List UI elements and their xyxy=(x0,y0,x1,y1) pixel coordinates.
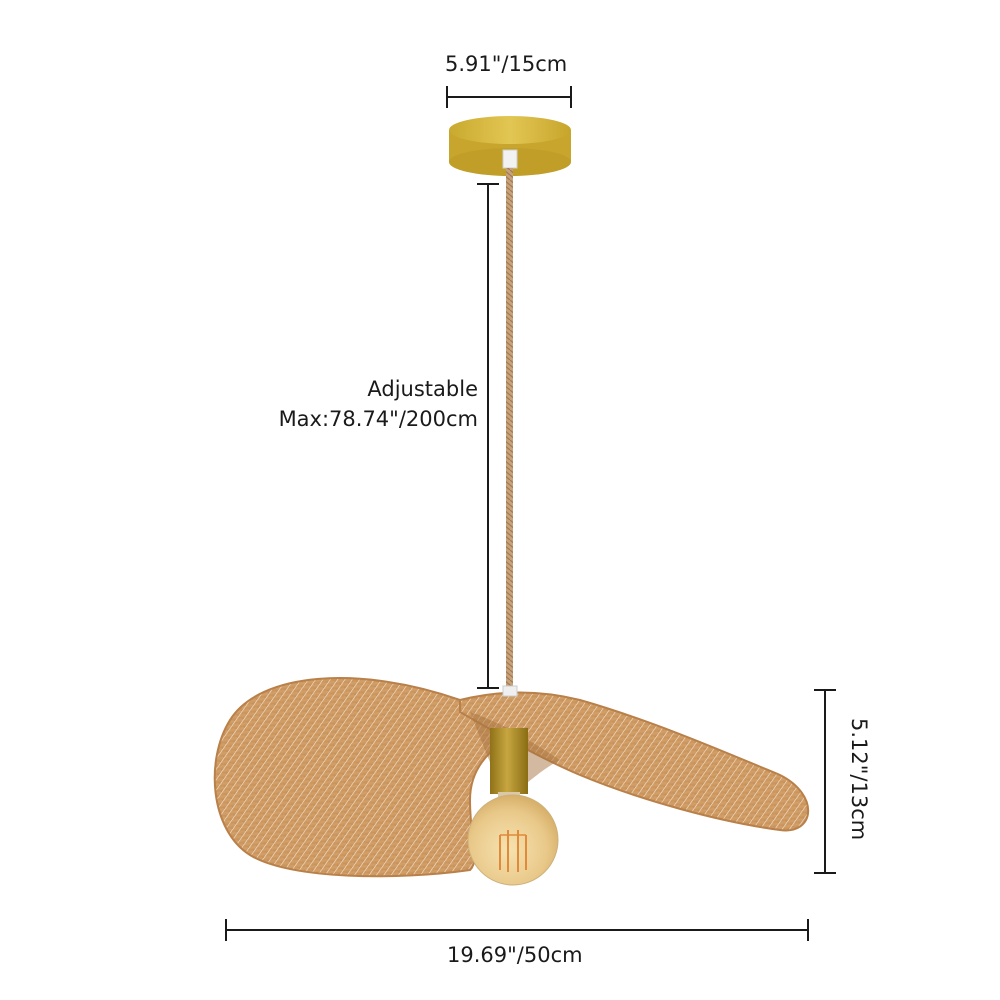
shade-height-dimension-line xyxy=(814,689,836,874)
bulb-socket xyxy=(490,728,528,794)
canopy-width-dimension-line xyxy=(446,86,572,108)
twisted-cord xyxy=(506,168,513,688)
cord-length-label-line2: Max:78.74"/200cm xyxy=(278,407,478,431)
canopy-width-label: 5.91"/15cm xyxy=(445,52,568,76)
shade-width-dimension-line xyxy=(225,919,809,941)
shade-width-label: 19.69"/50cm xyxy=(447,943,583,967)
cord-length-label-line1: Adjustable xyxy=(367,377,478,401)
ceiling-canopy xyxy=(449,116,571,176)
shade-height-label: 5.12"/13cm xyxy=(847,718,871,841)
rattan-shade xyxy=(213,677,810,878)
cord-length-dimension-line xyxy=(477,183,499,689)
edison-bulb xyxy=(467,792,559,886)
